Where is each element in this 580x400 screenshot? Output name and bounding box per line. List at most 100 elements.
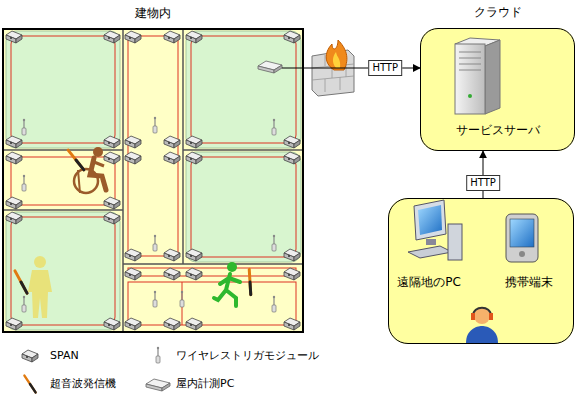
span-device	[284, 152, 300, 164]
wireless-trigger-module	[22, 117, 276, 312]
pc-icon	[414, 200, 446, 240]
mobile-terminal-icon	[510, 219, 534, 247]
span-device	[125, 31, 141, 43]
wireless-trigger-module	[153, 117, 157, 133]
span-device	[284, 249, 300, 261]
span-device	[186, 31, 202, 43]
span-device	[6, 197, 22, 209]
span-device	[104, 197, 120, 209]
floor-plan	[128, 268, 296, 276]
span-device	[164, 152, 180, 164]
wireless-trigger-module	[22, 119, 26, 135]
operator-person	[473, 308, 491, 316]
indoor-measurement-pc	[258, 61, 282, 73]
wireless-trigger-module	[180, 291, 184, 307]
cloud-box: クラウドサービスサーバ	[420, 28, 575, 151]
floor-plan	[128, 282, 296, 325]
floor-plan	[183, 149, 303, 151]
span-device	[164, 318, 180, 330]
pc-icon	[448, 224, 462, 260]
legend-icons	[146, 379, 170, 391]
span-device	[284, 318, 300, 330]
wireless-trigger-module	[153, 235, 157, 251]
span-device	[186, 152, 202, 164]
building-area: 建物内	[2, 28, 304, 333]
wireless-trigger-module	[272, 119, 276, 135]
server-node: サービスサーバ	[427, 37, 568, 145]
wireless-trigger-module	[272, 296, 276, 312]
legend-text: 屋内計測PC	[176, 377, 234, 390]
legend-text: 超音波発信機	[50, 377, 116, 390]
span-device	[104, 318, 120, 330]
server-icon	[485, 40, 500, 114]
legend-item: SPAN	[50, 349, 79, 362]
span-device	[164, 136, 180, 148]
http-arrow	[304, 68, 420, 69]
node-label: 携帯端末	[489, 275, 569, 289]
pc-icon	[408, 200, 462, 260]
span-device	[6, 31, 22, 43]
wheelchair-person	[74, 169, 98, 193]
span-device	[186, 136, 202, 148]
running-person	[214, 262, 257, 306]
span-device	[186, 318, 202, 330]
mobile-terminal-icon	[506, 214, 538, 262]
running-person	[227, 262, 237, 272]
span-device	[104, 31, 120, 43]
server-icon	[459, 70, 481, 71]
legend-item: 超音波発信機	[50, 377, 116, 390]
floor-plan	[6, 212, 120, 330]
span-device	[104, 136, 120, 148]
span-device	[6, 212, 22, 224]
pc-icon	[418, 205, 442, 235]
server-icon	[459, 58, 481, 59]
cloud-fill	[420, 28, 575, 151]
legend-icons	[22, 347, 170, 394]
remote-client-box: 遠隔地のPC携帯端末	[388, 198, 574, 344]
cloud-fill	[420, 28, 575, 151]
legend-icons	[24, 374, 35, 394]
legend-text: SPAN	[50, 349, 79, 362]
wheelchair-person	[94, 162, 104, 166]
server-icon	[468, 94, 472, 98]
floor-plan	[186, 152, 301, 262]
standing-person	[28, 270, 52, 318]
floor-plan	[3, 29, 303, 332]
wireless-trigger-module	[153, 291, 157, 307]
edge-label: HTTP	[466, 175, 500, 191]
wireless-trigger-module	[22, 296, 26, 312]
remote-fill	[388, 198, 574, 344]
span-device	[104, 152, 120, 164]
span-device	[284, 136, 300, 148]
wireless-trigger-module	[22, 175, 26, 191]
span-device	[164, 249, 180, 261]
floor-plan	[122, 29, 124, 332]
floor-plan	[11, 36, 296, 325]
span-device	[125, 318, 141, 330]
floor-plan	[11, 217, 115, 325]
node-label: サービスサーバ	[427, 123, 568, 137]
span-device	[104, 212, 120, 224]
floor-plan	[191, 36, 296, 143]
operator-person	[474, 308, 490, 324]
standing-person	[15, 269, 27, 294]
floor-plan	[6, 31, 120, 148]
firewall	[312, 76, 354, 80]
span-device	[125, 152, 141, 164]
server-icon	[455, 44, 485, 114]
floor-plan	[3, 29, 303, 332]
indoor-measurement-pc	[258, 61, 303, 73]
operator-person	[466, 326, 498, 343]
firewall	[325, 55, 326, 66]
span-device	[6, 31, 300, 330]
firewall	[333, 52, 340, 68]
floor-plan	[11, 36, 115, 143]
span-device	[164, 268, 180, 280]
server-icon	[459, 52, 481, 53]
span-device	[186, 249, 202, 261]
server-icon	[455, 38, 500, 114]
server-icon	[459, 52, 481, 70]
server-icon	[459, 64, 481, 65]
indoor-measurement-pc	[282, 68, 303, 69]
